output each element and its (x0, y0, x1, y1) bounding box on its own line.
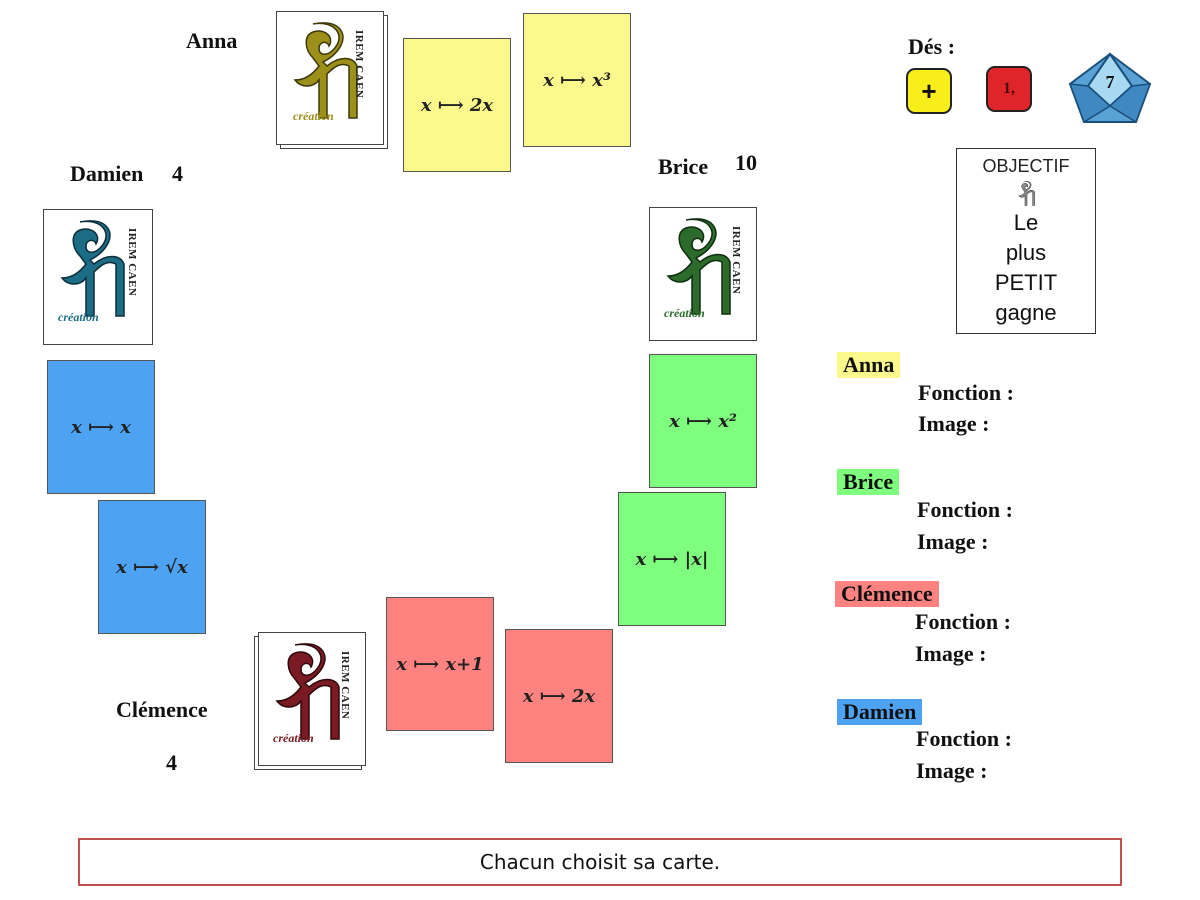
logo-vertical-text: IREM CAEN (126, 228, 138, 297)
card-damien-1[interactable]: x ⟼ x (47, 360, 155, 494)
card-damien-2[interactable]: x ⟼ √x (98, 500, 206, 634)
dice-label: Dés : (908, 34, 956, 59)
logo-creation-text: création (273, 731, 314, 745)
objective-line-4: gagne (995, 300, 1057, 325)
d10-value: 7 (1105, 72, 1115, 92)
player-name-brice: Brice (658, 154, 709, 179)
irem-logo-icon (666, 218, 731, 315)
panel-function-clemence: Fonction : (915, 609, 1011, 634)
panel-function-damien: Fonction : (916, 726, 1012, 751)
panel-image-clemence: Image : (915, 641, 987, 666)
deck-damien[interactable]: IREM CAEN création (43, 209, 153, 345)
panel-function-brice: Fonction : (917, 497, 1013, 522)
logo-vertical-text: IREM CAEN (730, 226, 742, 295)
player-name-damien: Damien (70, 161, 144, 186)
deck-anna[interactable]: IREM CAEN création (276, 11, 388, 149)
status-message: Chacun choisit sa carte. (78, 838, 1122, 886)
irem-logo-icon (293, 22, 358, 119)
panel-function-anna: Fonction : (918, 380, 1014, 405)
logo-creation-text: création (293, 109, 334, 123)
card-anna-1[interactable]: x ⟼ 2x (403, 38, 511, 172)
die-operation[interactable]: + (906, 68, 952, 114)
deck-brice[interactable]: IREM CAEN création (649, 207, 757, 341)
logo-creation-text: création (664, 306, 705, 320)
player-score-damien: 4 (172, 161, 183, 186)
card-brice-2[interactable]: x ⟼ |x| (618, 492, 726, 626)
panel-name-damien: Damien (837, 699, 923, 725)
panel-name-clemence: Clémence (835, 581, 939, 607)
card-clemence-1[interactable]: x ⟼ x+1 (386, 597, 494, 731)
logo-vertical-text: IREM CAEN (353, 30, 365, 99)
logo-creation-text: création (58, 310, 99, 324)
player-score-brice: 10 (735, 150, 757, 175)
player-name-anna: Anna (186, 28, 238, 53)
player-score-clemence: 4 (166, 750, 177, 775)
card-brice-1[interactable]: x ⟼ x² (649, 354, 757, 488)
logo-vertical-text: IREM CAEN (339, 651, 351, 720)
irem-logo-small-icon (1018, 180, 1035, 206)
player-name-clemence: Clémence (116, 697, 208, 722)
objective-title: OBJECTIF (982, 156, 1070, 176)
irem-logo-icon (275, 643, 340, 740)
objective-line-3: PETIT (994, 270, 1058, 295)
panel-name-brice: Brice (837, 469, 900, 495)
card-anna-2[interactable]: x ⟼ x³ (523, 13, 631, 147)
panel-name-anna: Anna (837, 352, 901, 378)
panel-image-damien: Image : (916, 758, 988, 783)
objective-line-2: plus (1005, 240, 1047, 265)
die-d10[interactable]: 7 (1066, 50, 1154, 130)
die-number[interactable]: 1, (986, 66, 1032, 112)
panel-image-anna: Image : (918, 411, 990, 436)
objective-line-1: Le (1013, 210, 1039, 235)
panel-image-brice: Image : (917, 529, 989, 554)
objective-card: OBJECTIF Le plus PETIT gagne (956, 148, 1096, 334)
d10-icon (1068, 52, 1152, 124)
irem-logo-icon (60, 220, 125, 317)
deck-clemence[interactable]: IREM CAEN création (254, 632, 366, 770)
card-clemence-2[interactable]: x ⟼ 2x (505, 629, 613, 763)
